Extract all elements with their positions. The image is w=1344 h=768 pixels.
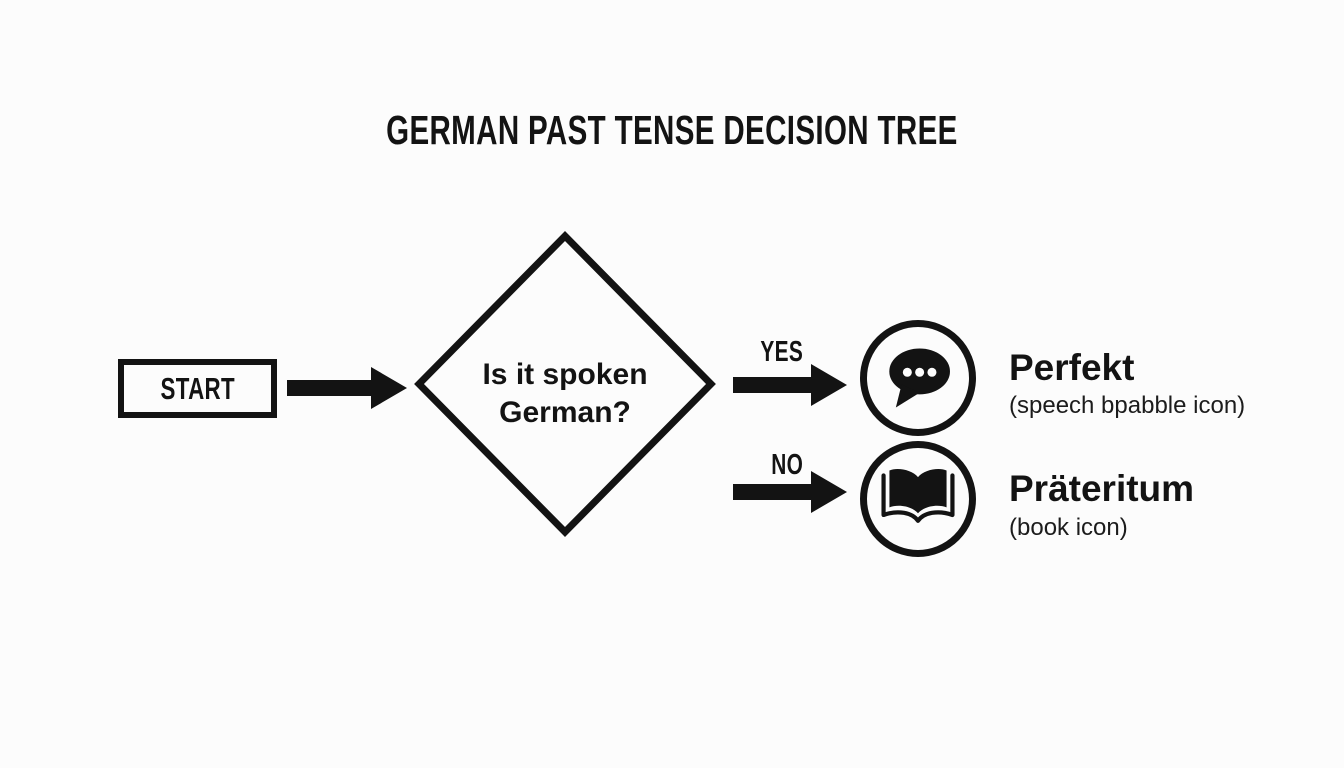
start-node: START: [118, 359, 277, 418]
outcome-perfekt-note: (speech bpabble icon): [1009, 392, 1246, 419]
outcome-praeteritum-name: Präteritum: [1009, 468, 1195, 509]
arrow-start-to-decision-icon: [287, 367, 407, 409]
yes-branch-label: YES: [760, 336, 804, 368]
no-branch-label: NO: [770, 449, 804, 481]
outcome-praeteritum-note: (book icon): [1009, 514, 1128, 541]
start-node-label: START: [160, 370, 235, 406]
arrow-yes-icon: [733, 364, 847, 406]
perfekt-icon-circle: [860, 320, 976, 436]
book-icon: [881, 468, 955, 523]
decision-node-shape: [414, 231, 716, 537]
page-title-text: GERMAN PAST TENSE DECISION TREE: [386, 107, 958, 153]
outcome-perfekt-name: Perfekt: [1009, 347, 1135, 388]
decision-question: Is it spoken German?: [482, 358, 648, 429]
arrow-no-icon: [733, 471, 847, 513]
speech-bubble-icon: [889, 348, 950, 408]
praeteritum-icon-circle: [860, 441, 976, 557]
page-title: GERMAN PAST TENSE DECISION TREE: [0, 106, 1344, 154]
